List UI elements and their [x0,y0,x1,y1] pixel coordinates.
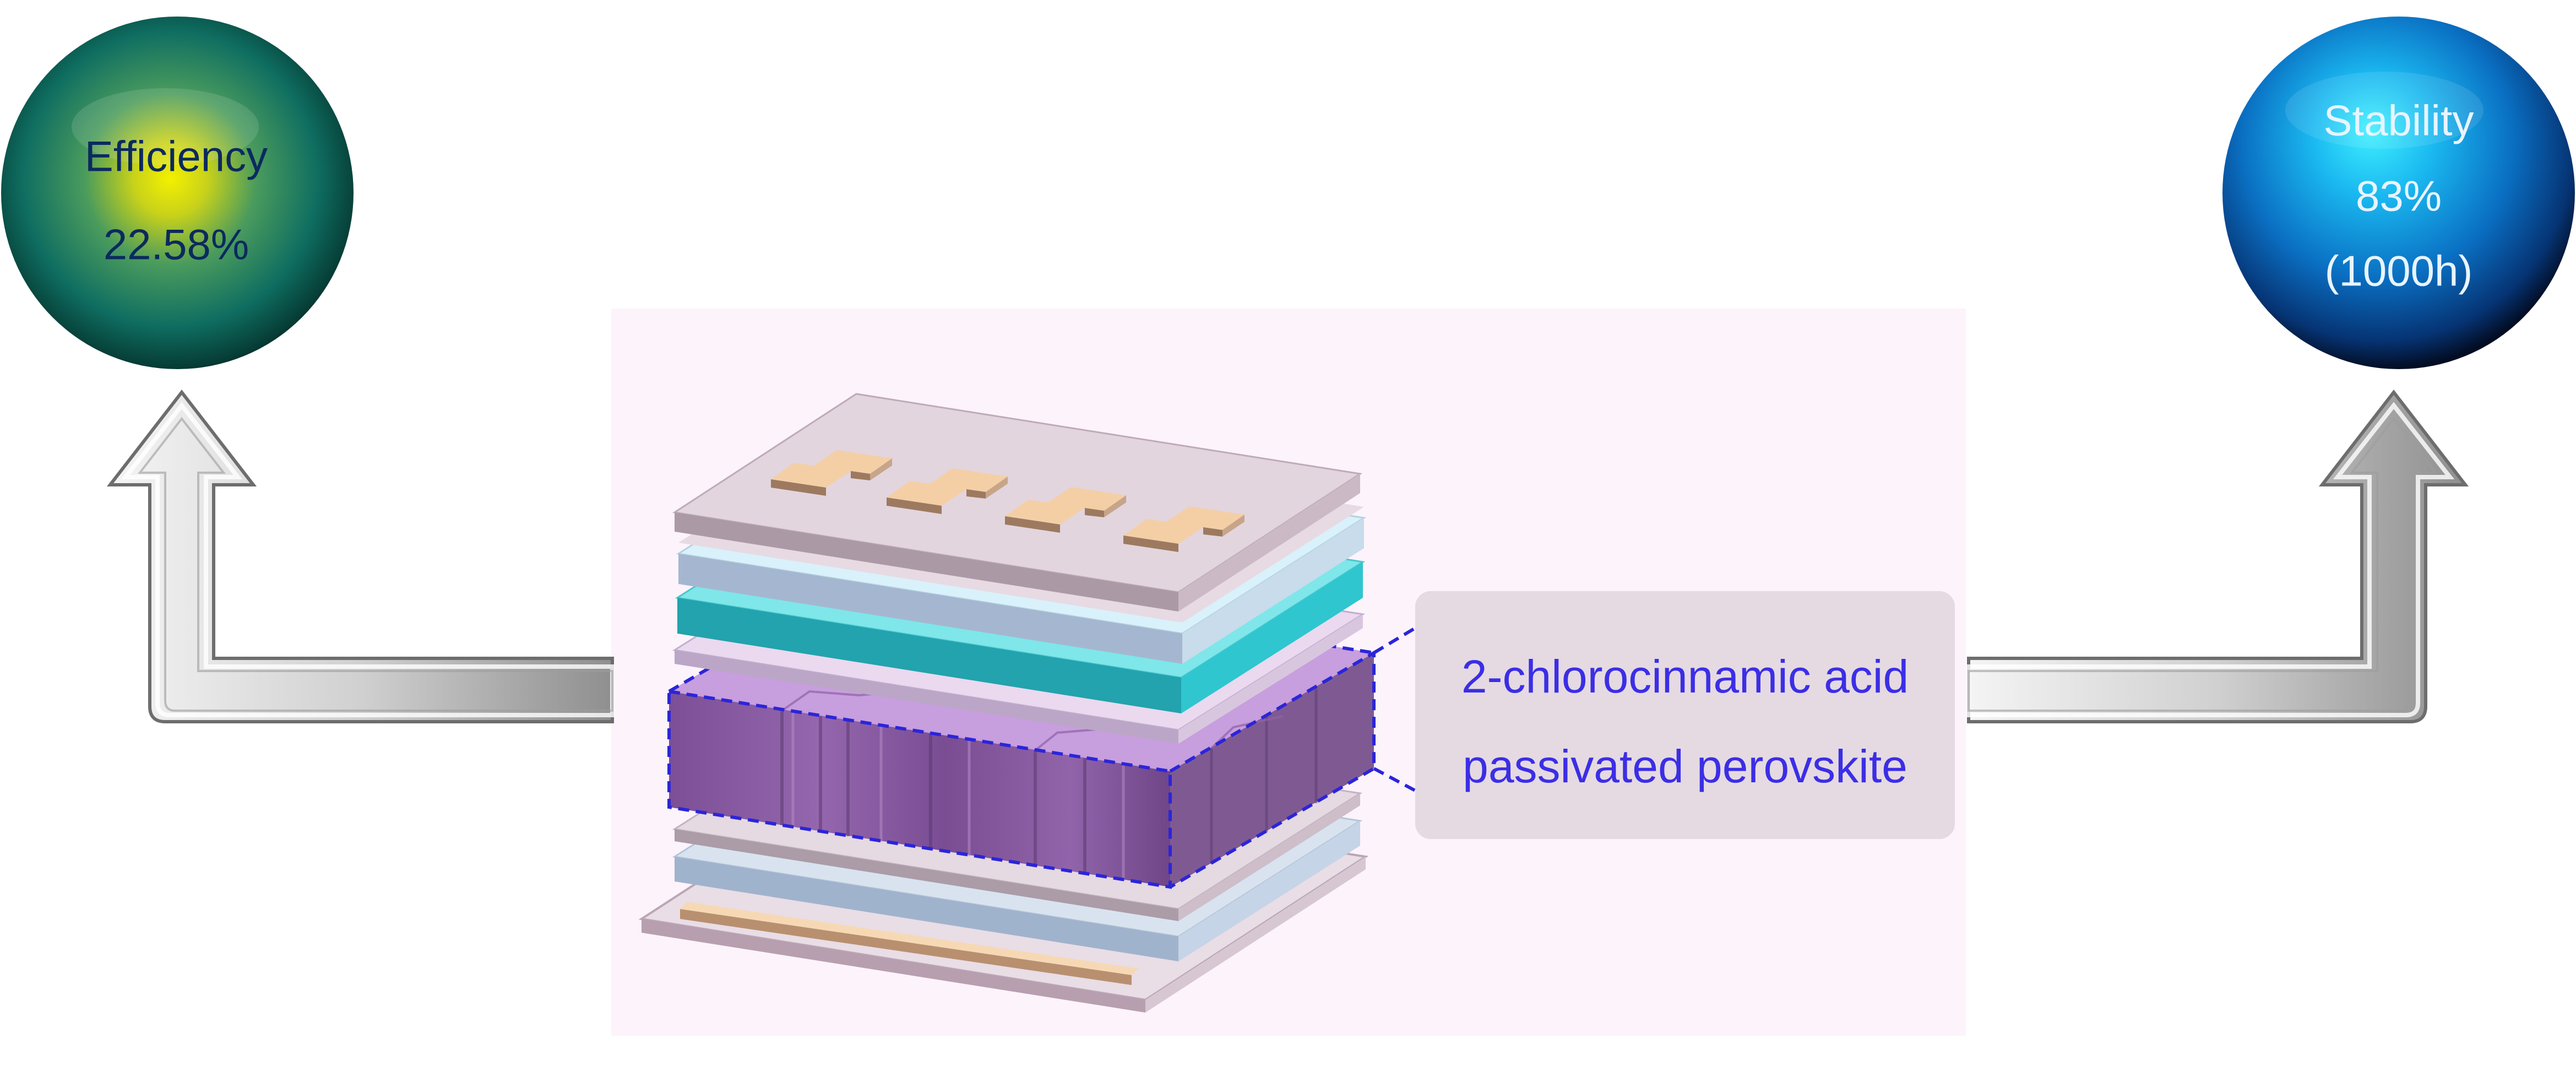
callout-line-2: passivated perovskite [1463,740,1907,792]
contact-pad [887,468,1008,514]
stability-duration: (1000h) [2325,247,2473,295]
efficiency-sphere: Efficiency 22.58% [1,17,354,369]
device-stack [638,393,1416,1013]
arrow-up-icon [106,389,615,723]
stability-title: Stability [2323,96,2474,145]
efficiency-value: 22.58% [104,220,249,269]
stability-sphere: Stability 83% (1000h) [2222,17,2575,369]
perovskite-callout: 2-chlorocinnamic acid passivated perovsk… [1415,591,1955,839]
contact-pad [1005,487,1126,533]
efficiency-title: Efficiency [85,132,268,181]
contact-pad [771,450,892,496]
stability-value: 83% [2356,172,2442,220]
callout-line-1: 2-chlorocinnamic acid [1461,651,1909,702]
top-electrode-plate [672,393,1363,612]
arrow-up-icon [1966,389,2469,723]
gold-contacts [771,450,1244,552]
bottom-electrode [680,902,1139,985]
contact-pad [1123,506,1244,552]
